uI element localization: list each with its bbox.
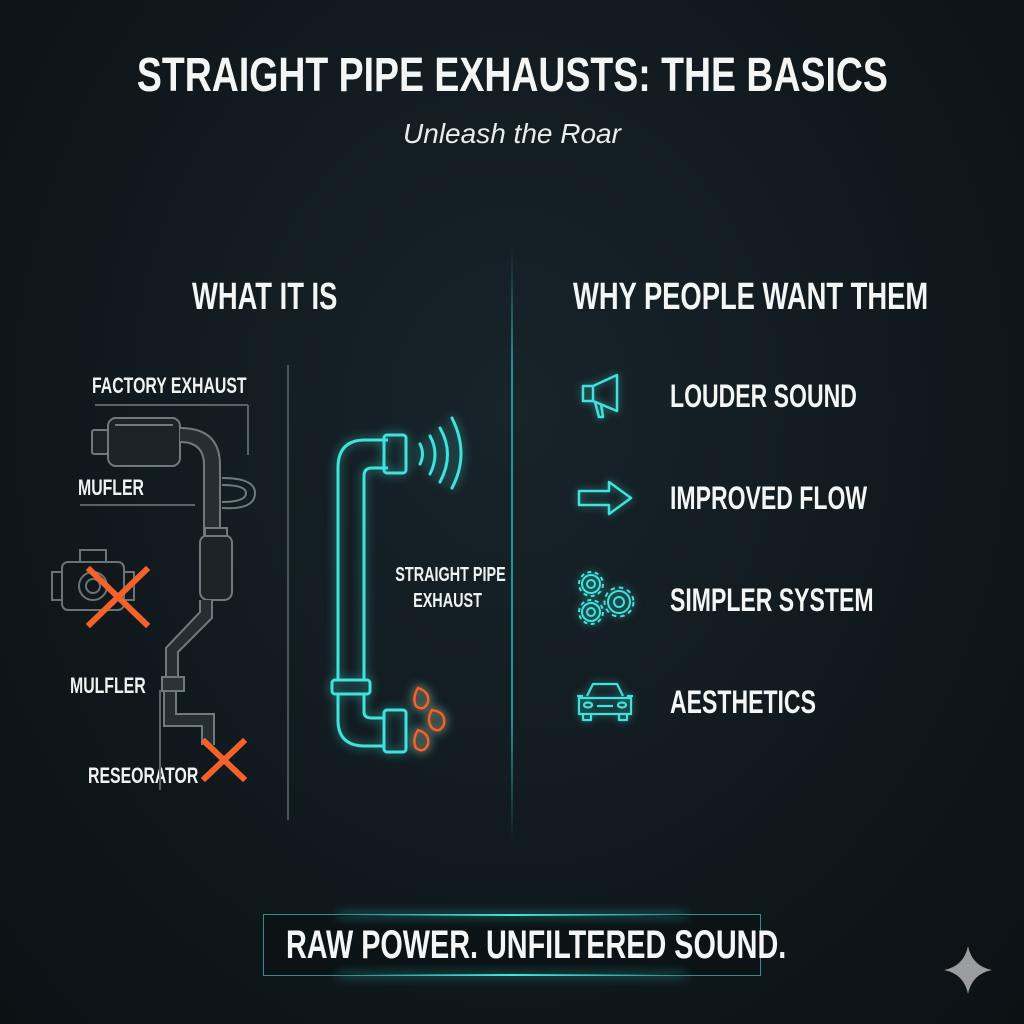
benefit-label: LOUDER SOUND: [670, 377, 857, 414]
tagline-banner: RAW POWER. UNFILTERED SOUND.: [263, 914, 786, 976]
tagline-text: RAW POWER. UNFILTERED SOUND.: [286, 923, 787, 967]
megaphone-icon: [581, 373, 619, 419]
benefit-item-improved-flow: IMPROVED FLOW: [575, 468, 975, 528]
muffler-label: MUFLER: [78, 475, 144, 500]
flames-icon: [413, 686, 446, 752]
muffler-icon: [91, 417, 181, 467]
diagram-divider: [287, 365, 289, 820]
benefit-label: IMPROVED FLOW: [670, 479, 868, 516]
section-heading-why: WHY PEOPLE WANT THEM: [573, 276, 929, 318]
straight-pipe-label-line1: STRAIGHT PIPE: [395, 564, 506, 586]
page-title: STRAIGHT PIPE EXHAUSTS: THE BASICS: [136, 49, 888, 102]
factory-exhaust-label: FACTORY EXHAUST: [92, 373, 247, 398]
benefit-item-louder-sound: LOUDER SOUND: [575, 366, 975, 426]
benefit-item-aesthetics: AESTHETICS: [575, 672, 975, 732]
benefit-label: SIMPLER SYSTEM: [670, 581, 874, 618]
factory-exhaust-diagram: [51, 404, 257, 790]
straight-pipe-diagram: [330, 416, 463, 754]
section-divider: [511, 250, 513, 840]
straight-pipe-label-line2: EXHAUST: [413, 590, 482, 612]
x-mark-icon: [85, 565, 151, 629]
car-icon: [577, 682, 633, 722]
sound-waves-icon: [418, 416, 463, 490]
benefit-label: AESTHETICS: [670, 683, 816, 720]
section-heading-what-it-is: WHAT IT IS: [192, 276, 338, 318]
resonator-label: RESEORATOR: [88, 763, 199, 788]
gears-icon: [578, 571, 635, 625]
benefit-item-simpler-system: SIMPLER SYSTEM: [575, 570, 975, 630]
page-subtitle: Unleash the Roar: [403, 118, 621, 149]
mulfler-label: MULFLER: [70, 673, 146, 698]
arrow-right-icon: [577, 480, 633, 516]
sparkle-icon: [944, 946, 992, 994]
x-mark-icon: [200, 737, 248, 783]
